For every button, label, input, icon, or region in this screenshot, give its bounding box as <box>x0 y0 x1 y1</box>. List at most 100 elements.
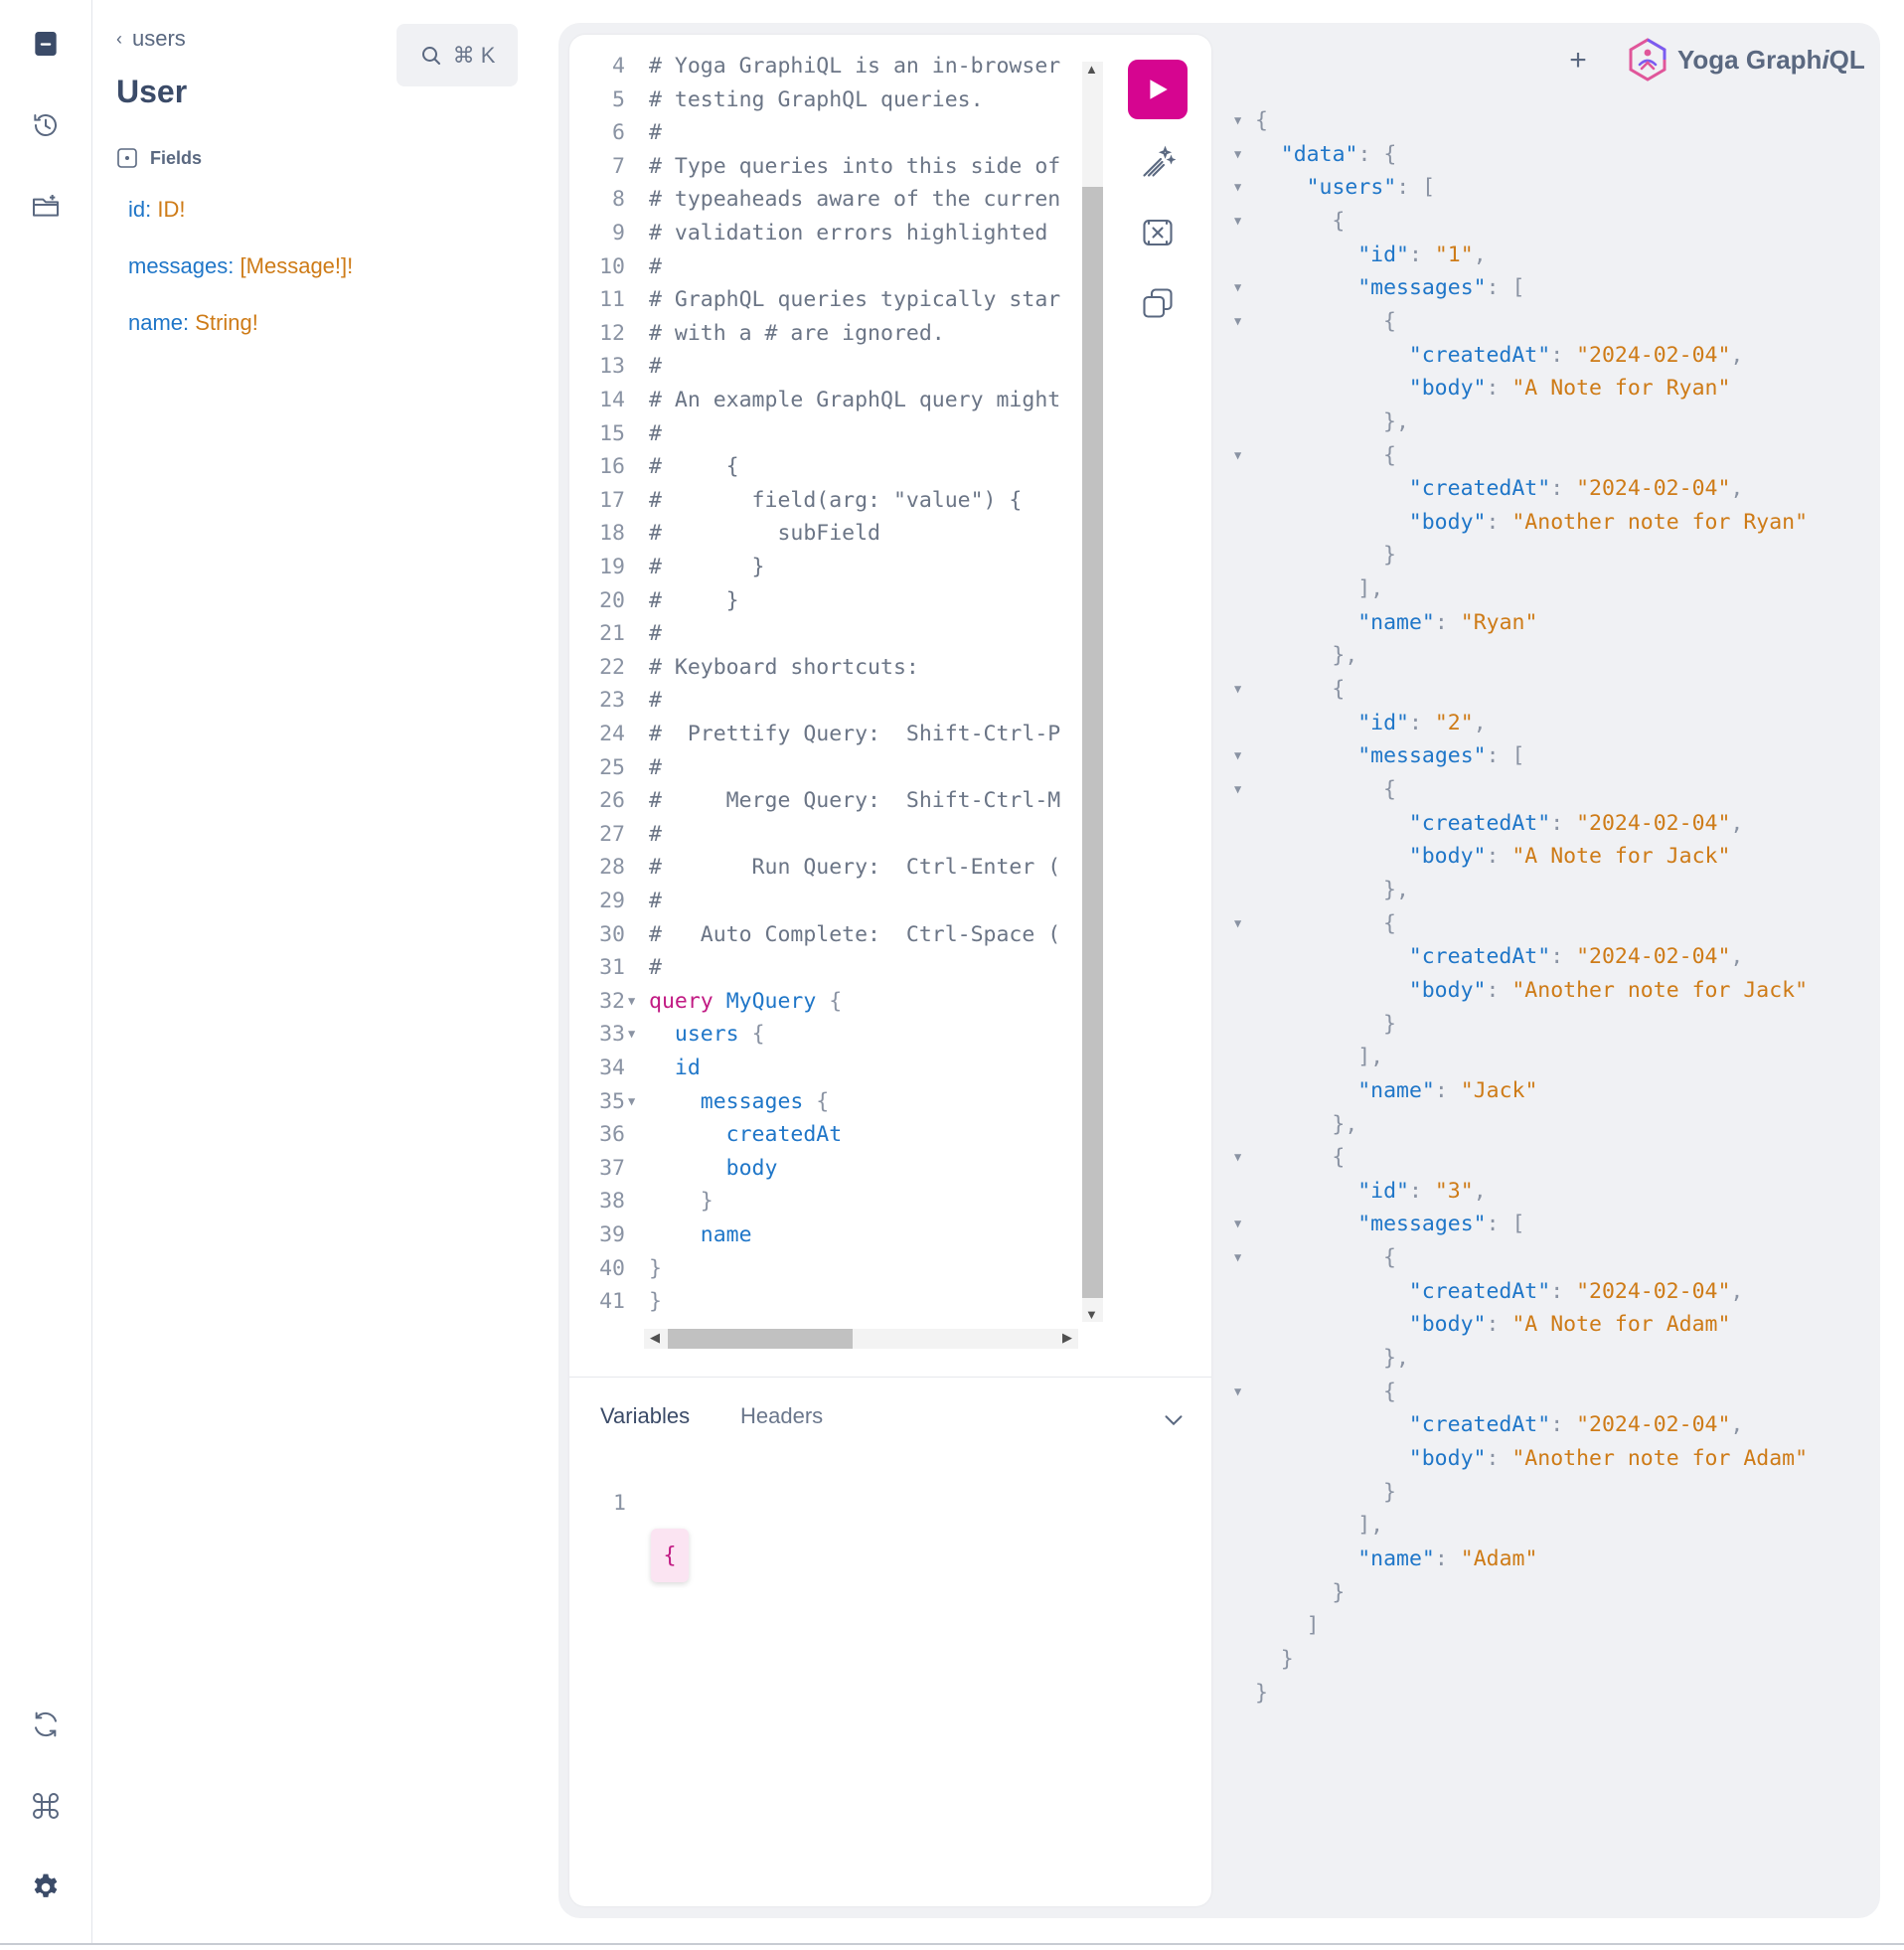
fold-toggle-icon[interactable]: ▼ <box>1234 313 1242 328</box>
history-button[interactable] <box>22 101 70 149</box>
search-button[interactable]: ⌘ K <box>397 24 518 86</box>
add-tab-button[interactable]: + <box>1569 44 1587 77</box>
field-messages[interactable]: messages: [Message!]! <box>128 253 353 279</box>
editor-horizontal-scrollbar[interactable]: ◀ ▶ <box>644 1329 1078 1349</box>
tab-headers[interactable]: Headers <box>740 1403 824 1428</box>
code-line[interactable]: 38 } <box>569 1185 1078 1218</box>
fold-toggle-icon[interactable]: ▼ <box>1234 213 1242 228</box>
type-link[interactable]: ID <box>157 197 180 222</box>
result-viewer[interactable]: ▼{▼"data": {▼"users": [▼{"id": "1",▼"mes… <box>1222 104 1858 1714</box>
fold-toggle-icon[interactable]: ▼ <box>1234 915 1242 930</box>
json-token: "2024-02-04" <box>1576 476 1731 502</box>
fold-toggle-icon[interactable]: ▼ <box>1234 782 1242 796</box>
code-line[interactable]: 36 createdAt <box>569 1118 1078 1151</box>
scroll-left-icon[interactable]: ◀ <box>650 1330 660 1345</box>
code-line[interactable]: 9# validation errors highlighted <box>569 217 1078 249</box>
code-line[interactable]: 12# with a # are ignored. <box>569 317 1078 350</box>
code-line[interactable]: 17# field(arg: "value") { <box>569 484 1078 517</box>
code-line[interactable]: 19# } <box>569 551 1078 583</box>
editor-vertical-scrollbar[interactable]: ▲ ▼ <box>1082 62 1103 1322</box>
tab-variables[interactable]: Variables <box>600 1403 691 1428</box>
fold-toggle-icon[interactable]: ▼ <box>1234 280 1242 295</box>
toggle-variables-button[interactable] <box>1159 1405 1189 1435</box>
result-content: }, <box>1332 639 1357 672</box>
code-line[interactable]: 20# } <box>569 584 1078 617</box>
code-line[interactable]: 37 body <box>569 1152 1078 1185</box>
scroll-down-icon[interactable]: ▼ <box>1085 1307 1098 1322</box>
settings-button[interactable] <box>22 1864 70 1911</box>
code-line[interactable]: 11# GraphQL queries typically star <box>569 283 1078 316</box>
code-token: # { <box>649 454 739 480</box>
code-line[interactable]: 35▼ messages { <box>569 1085 1078 1118</box>
code-line[interactable]: 18# subField <box>569 517 1078 550</box>
prettify-button[interactable] <box>1134 138 1182 186</box>
type-link[interactable]: Message <box>245 253 335 278</box>
scrollbar-thumb[interactable] <box>1082 187 1103 1298</box>
fold-toggle-icon[interactable]: ▼ <box>1234 1217 1242 1231</box>
field-name[interactable]: name: String! <box>128 310 258 336</box>
fold-toggle-icon[interactable]: ▼ <box>628 993 636 1008</box>
scroll-up-icon[interactable]: ▲ <box>1085 62 1098 77</box>
code-line[interactable]: 4# Yoga GraphiQL is an in-browser <box>569 50 1078 82</box>
code-token: # <box>649 688 662 714</box>
fold-toggle-icon[interactable]: ▼ <box>628 1027 636 1042</box>
breadcrumb[interactable]: ‹ users <box>116 26 186 52</box>
code-token: # Yoga GraphiQL is an in-browser <box>649 54 1061 79</box>
code-line[interactable]: 24# Prettify Query: Shift-Ctrl-P <box>569 718 1078 750</box>
line-number: 34 <box>599 1056 625 1080</box>
field-id[interactable]: id: ID! <box>128 197 185 223</box>
fold-toggle-icon[interactable]: ▼ <box>1234 1383 1242 1398</box>
code-line[interactable]: 5# testing GraphQL queries. <box>569 83 1078 116</box>
code-line[interactable]: 26# Merge Query: Shift-Ctrl-M <box>569 784 1078 817</box>
code-line[interactable]: 10# <box>569 250 1078 283</box>
shortcuts-button[interactable] <box>22 1782 70 1830</box>
code-line[interactable]: 40} <box>569 1252 1078 1285</box>
fold-toggle-icon[interactable]: ▼ <box>1234 447 1242 462</box>
code-line[interactable]: 28# Run Query: Ctrl-Enter ( <box>569 851 1078 884</box>
code-line[interactable]: 7# Type queries into this side of <box>569 150 1078 183</box>
code-line[interactable]: 21# <box>569 617 1078 650</box>
refetch-schema-button[interactable] <box>22 1701 70 1748</box>
code-line[interactable]: 15# <box>569 417 1078 450</box>
type-link[interactable]: String <box>195 310 252 335</box>
json-token: { <box>1332 1145 1346 1171</box>
fold-toggle-icon[interactable]: ▼ <box>1234 682 1242 697</box>
code-line[interactable]: 22# Keyboard shortcuts: <box>569 651 1078 684</box>
code-line[interactable]: 13# <box>569 350 1078 383</box>
code-line[interactable]: 27# <box>569 818 1078 851</box>
merge-fragments-button[interactable] <box>1134 209 1182 256</box>
fold-toggle-icon[interactable]: ▼ <box>1234 113 1242 127</box>
fold-toggle-icon[interactable]: ▼ <box>1234 1250 1242 1265</box>
variables-editor[interactable]: { <box>651 1529 689 1582</box>
code-line[interactable]: 8# typeaheads aware of the curren <box>569 183 1078 216</box>
code-line[interactable]: 30# Auto Complete: Ctrl-Space ( <box>569 918 1078 951</box>
scrollbar-thumb[interactable] <box>668 1329 853 1349</box>
copy-query-button[interactable] <box>1134 279 1182 327</box>
code-line[interactable]: 23# <box>569 684 1078 717</box>
code-line[interactable]: 41} <box>569 1285 1078 1318</box>
run-query-button[interactable] <box>1128 60 1188 119</box>
fold-toggle-icon[interactable]: ▼ <box>1234 1150 1242 1165</box>
fold-toggle-icon[interactable]: ▼ <box>1234 146 1242 161</box>
code-line[interactable]: 31# <box>569 951 1078 984</box>
code-line[interactable]: 34 id <box>569 1052 1078 1084</box>
fold-toggle-icon[interactable]: ▼ <box>1234 180 1242 195</box>
code-line[interactable]: 29# <box>569 885 1078 917</box>
line-number: 28 <box>599 855 625 881</box>
docs-button[interactable] <box>22 20 70 68</box>
fold-toggle-icon[interactable]: ▼ <box>628 1093 636 1108</box>
scroll-right-icon[interactable]: ▶ <box>1062 1330 1072 1345</box>
fold-toggle-icon[interactable]: ▼ <box>1234 748 1242 763</box>
line-number: 27 <box>599 821 625 847</box>
code-line[interactable]: 33▼ users { <box>569 1018 1078 1051</box>
code-line[interactable]: 32▼query MyQuery { <box>569 985 1078 1018</box>
code-line[interactable]: 25# <box>569 751 1078 784</box>
code-token: # <box>649 955 662 981</box>
line-content: # <box>649 751 1078 784</box>
code-line[interactable]: 6# <box>569 116 1078 149</box>
add-folder-button[interactable] <box>22 183 70 231</box>
code-line[interactable]: 16# { <box>569 450 1078 483</box>
code-line[interactable]: 14# An example GraphQL query might <box>569 384 1078 416</box>
code-line[interactable]: 39 name <box>569 1219 1078 1251</box>
